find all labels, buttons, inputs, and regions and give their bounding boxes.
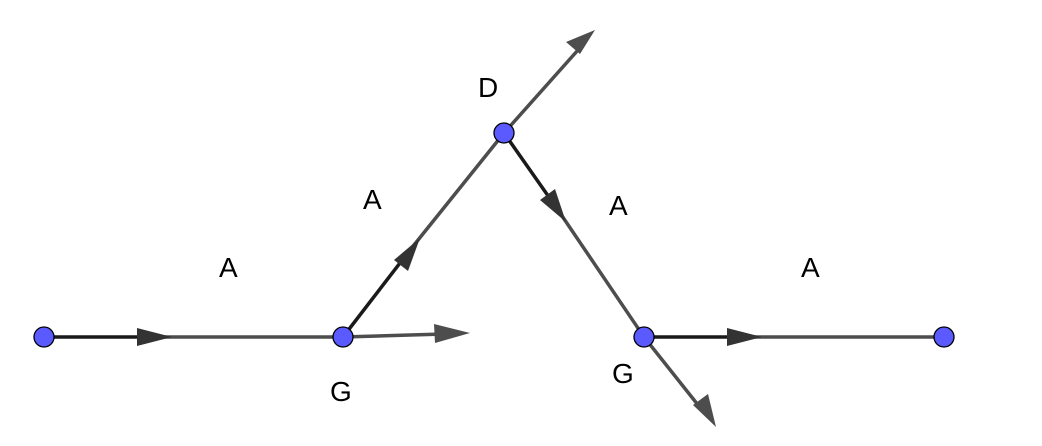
edge-2 bbox=[341, 131, 506, 339]
vertex-label-d: D bbox=[478, 72, 498, 103]
ray-g-left-out bbox=[342, 324, 470, 343]
vertex-label-g-right: G bbox=[612, 358, 634, 389]
ray-g-right-out bbox=[642, 335, 716, 427]
node-end bbox=[933, 326, 955, 348]
node-g-right bbox=[633, 326, 655, 348]
ray-d-out bbox=[502, 30, 595, 135]
vertex-label-g-left: G bbox=[330, 376, 352, 407]
ray-g-right-line bbox=[642, 335, 704, 412]
node-d bbox=[493, 122, 515, 144]
edge-3-line bbox=[556, 209, 646, 338]
edge-2-dark-part bbox=[341, 248, 412, 339]
edge-4 bbox=[644, 328, 944, 346]
edge-label-4: A bbox=[801, 252, 820, 283]
edge-label-1: A bbox=[219, 252, 238, 283]
ray-d-arrowhead bbox=[566, 30, 595, 54]
ray-g-right-arrowhead bbox=[693, 394, 716, 427]
edge-label-2: A bbox=[363, 184, 382, 215]
ray-d-line bbox=[502, 48, 580, 135]
edge-2-arrowhead bbox=[394, 238, 420, 271]
node-g-left bbox=[332, 326, 354, 348]
ray-g-left-line bbox=[342, 332, 445, 339]
ray-g-left-arrowhead bbox=[434, 324, 470, 343]
edge-label-3: A bbox=[609, 190, 628, 221]
edge-1 bbox=[44, 328, 343, 346]
edge-3-arrowhead bbox=[540, 189, 566, 222]
node-start bbox=[33, 326, 55, 348]
edge-3 bbox=[502, 131, 646, 338]
edge-4-arrowhead bbox=[727, 328, 762, 346]
edge-2-line bbox=[408, 131, 506, 252]
edge-1-arrowhead bbox=[137, 328, 172, 346]
